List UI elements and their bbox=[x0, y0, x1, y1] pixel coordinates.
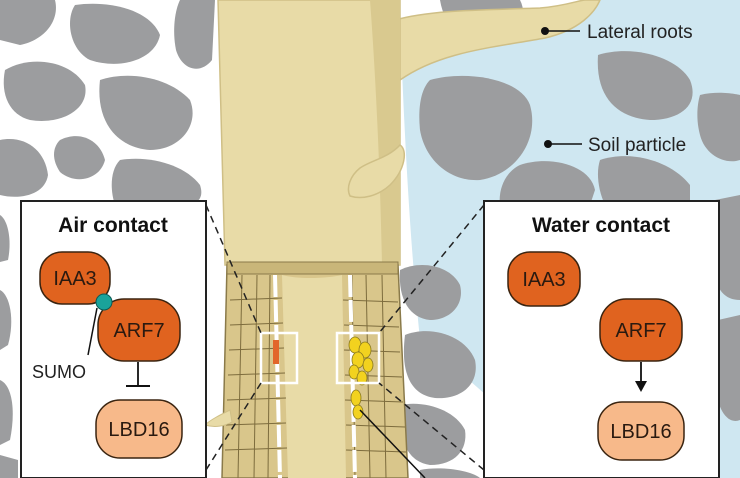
air-contact-title: Air contact bbox=[58, 214, 168, 237]
air-contact-panel: Air contact IAA3 ARF7 SUMO LBD16 bbox=[20, 200, 207, 478]
water-side-lbd16-cells bbox=[348, 336, 374, 420]
zoom-box-left bbox=[259, 331, 299, 385]
water-iaa3-node bbox=[507, 251, 581, 307]
water-contact-panel: Water contact IAA3 ARF7 LBD16 bbox=[483, 200, 720, 478]
lateral-roots-label: Lateral roots bbox=[587, 22, 693, 43]
sumo-marker bbox=[95, 293, 113, 311]
water-region-top bbox=[590, 0, 740, 44]
air-arf7-node bbox=[97, 298, 181, 362]
water-contact-title: Water contact bbox=[532, 214, 670, 237]
air-lbd16-node bbox=[95, 399, 183, 459]
soil-particle-label: Soil particle bbox=[588, 135, 686, 156]
air-iaa3-node bbox=[39, 251, 111, 305]
water-lbd16-label: LBD16 bbox=[610, 421, 671, 443]
zoom-box-right bbox=[335, 331, 381, 385]
activation-arrowhead bbox=[635, 381, 647, 392]
water-arf7-node bbox=[599, 298, 683, 362]
sumo-leader bbox=[87, 307, 98, 356]
zoom-connectors bbox=[205, 204, 485, 471]
water-lbd16-node bbox=[597, 401, 685, 461]
air-lbd16-label: LBD16 bbox=[108, 419, 169, 441]
soil-particles-left bbox=[0, 0, 215, 478]
water-arf7-label: ARF7 bbox=[615, 320, 666, 342]
cells-leader-line bbox=[359, 409, 426, 478]
main-root-upper bbox=[217, 0, 401, 266]
lateral-root-bump bbox=[347, 144, 406, 199]
soil-particle-label-group: Soil particle bbox=[544, 135, 686, 156]
root-cross-section bbox=[221, 261, 409, 478]
water-iaa3-label: IAA3 bbox=[522, 269, 565, 291]
air-arf7-label: ARF7 bbox=[113, 320, 164, 342]
air-iaa3-label: IAA3 bbox=[53, 268, 96, 290]
root-shade bbox=[370, 0, 400, 265]
sumo-label: SUMO bbox=[32, 362, 86, 382]
lateral-roots-label-group: Lateral roots bbox=[541, 22, 693, 43]
air-side-arf7-cells bbox=[273, 340, 279, 364]
lateral-root-upper bbox=[394, 0, 601, 82]
